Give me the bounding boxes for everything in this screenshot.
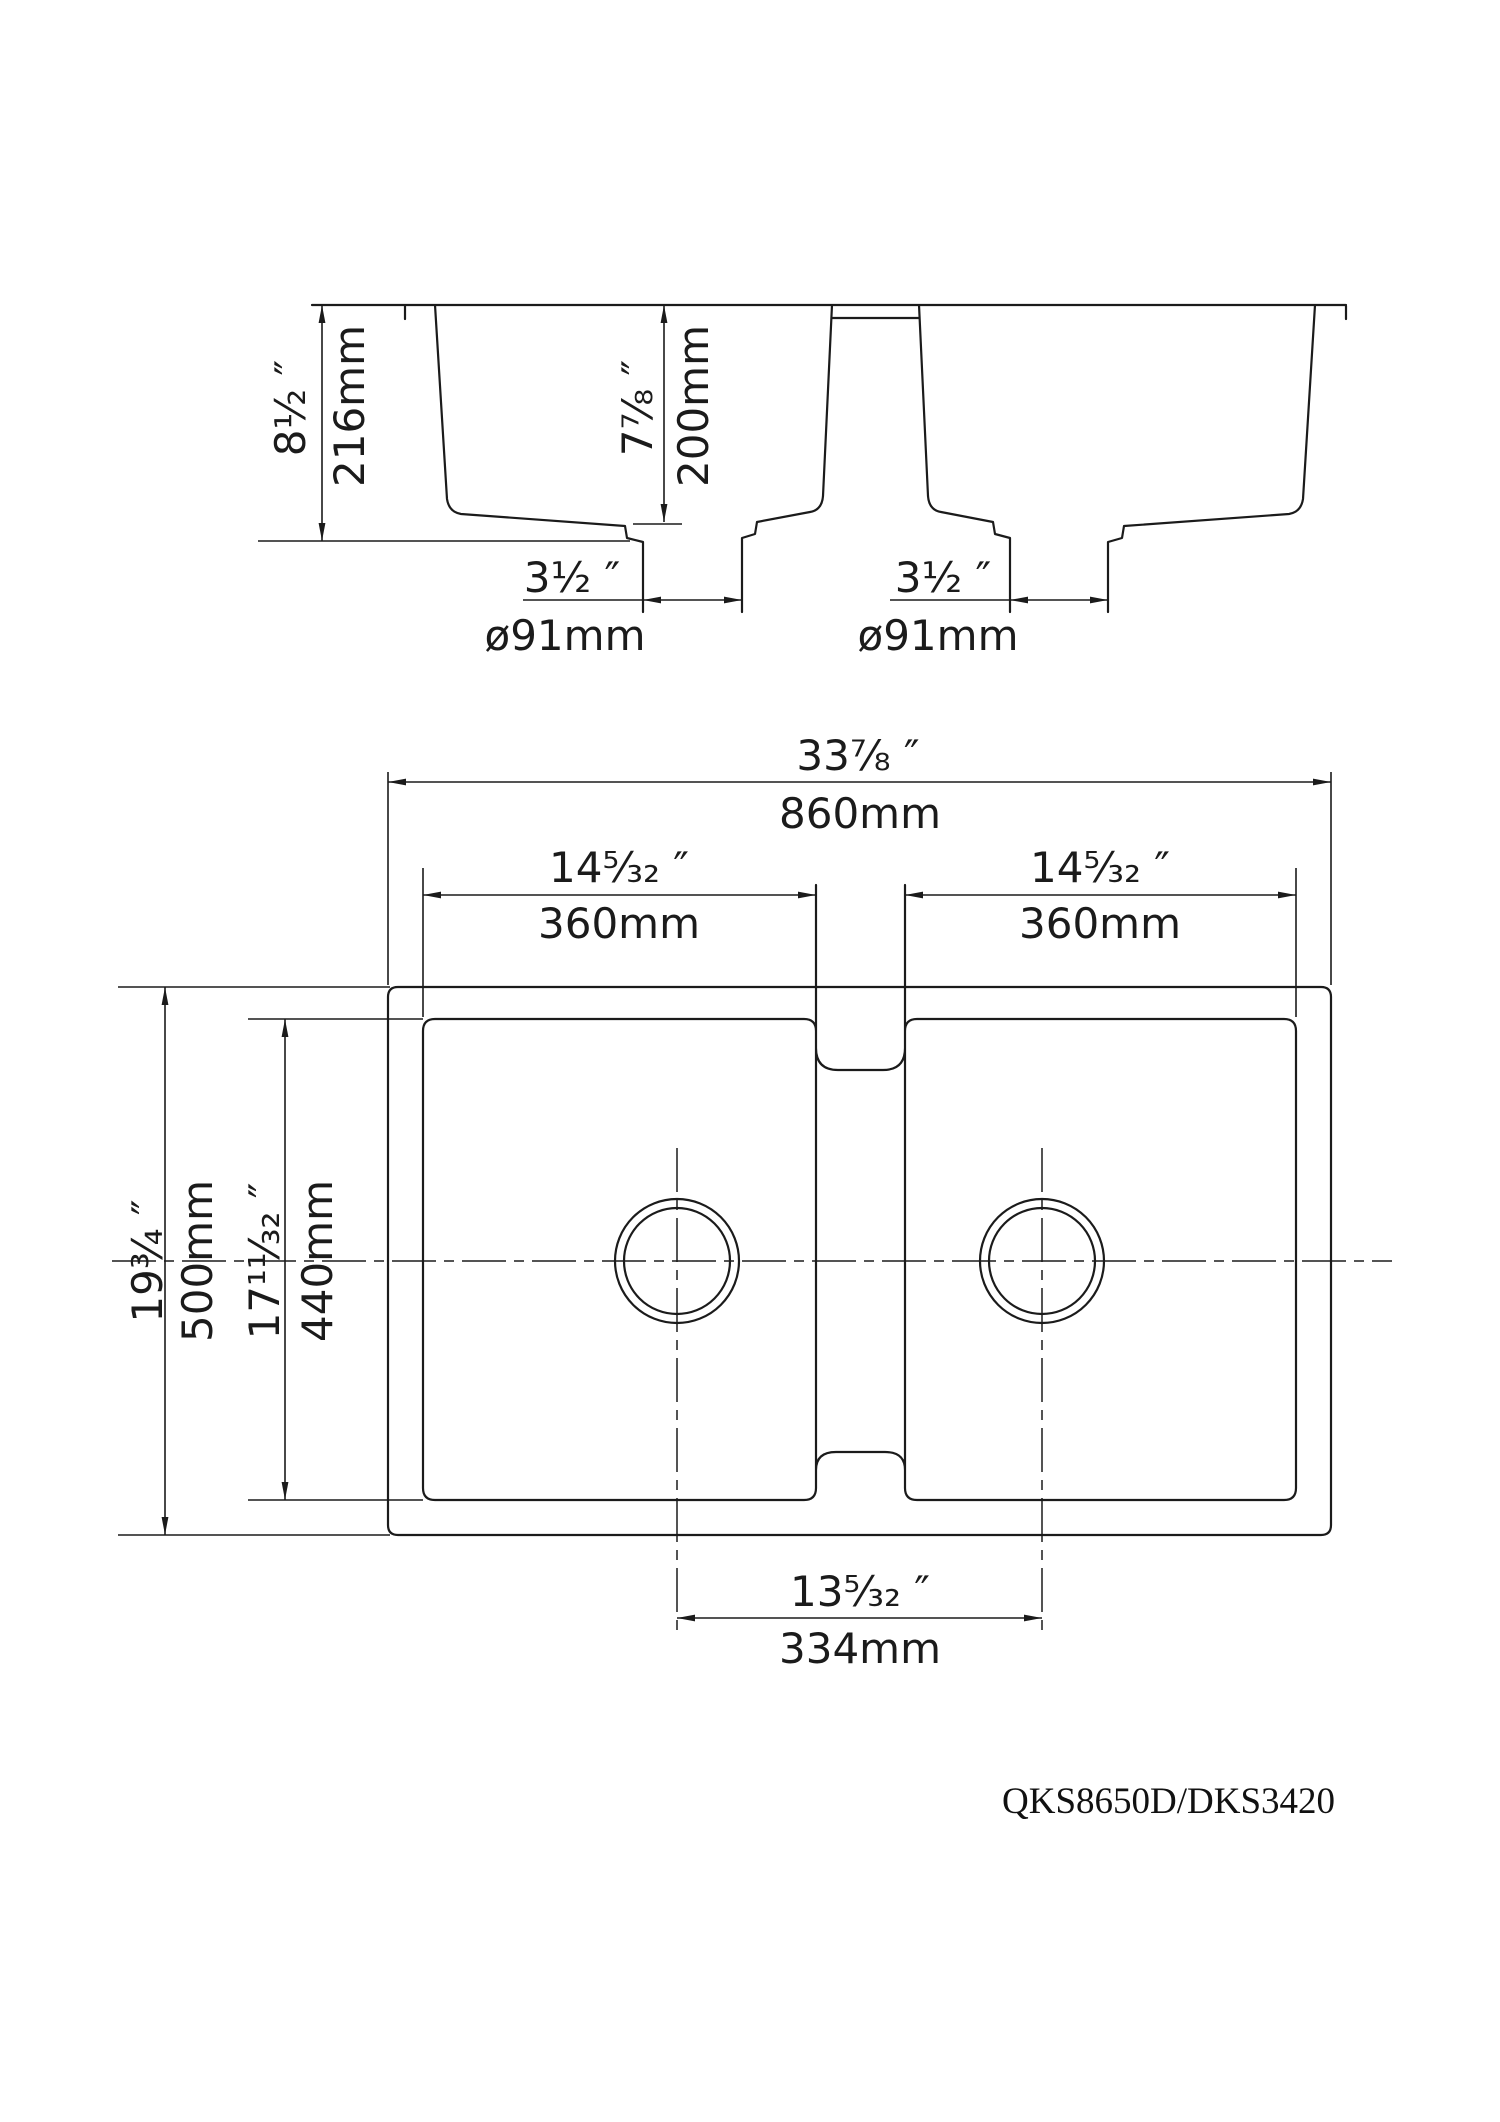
- dim-drain-spacing-inch: 13⁵⁄₃₂ ″: [790, 1567, 930, 1616]
- model-number: QKS8650D/DKS3420: [1002, 1781, 1335, 1822]
- dim-depth-overall-inch: 19¾ ″: [123, 1199, 172, 1322]
- plan-centerlines: [112, 1148, 1392, 1632]
- dim-drain-left-mm: ø91mm: [485, 611, 646, 660]
- section-outline: [310, 303, 1348, 614]
- arrow-left-icon: [643, 596, 661, 604]
- arrow-down-icon: [318, 523, 326, 541]
- arrow-left-icon: [905, 891, 923, 899]
- arrow-left-icon: [1010, 596, 1028, 604]
- dim-depth-overall-mm: 500mm: [173, 1180, 222, 1342]
- arrow-up-icon: [161, 987, 169, 1005]
- section-dimension-arrows: [318, 305, 1108, 604]
- dim-bowl-right-width-inch: 14⁵⁄₃₂ ″: [1030, 843, 1170, 892]
- section-view: 8½ ″ 216mm 7⅞ ″ 200mm 3½ ″ ø91mm 3½ ″ ø9…: [258, 303, 1348, 660]
- dim-bowl-left-width-mm: 360mm: [538, 899, 700, 948]
- plan-dimension-lines: [118, 772, 1332, 1619]
- arrow-right-icon: [798, 891, 816, 899]
- dim-bowl-depth-inch: 17¹¹⁄₃₂ ″: [240, 1183, 289, 1340]
- dim-drain-spacing-mm: 334mm: [779, 1624, 941, 1673]
- arrow-down-icon: [161, 1517, 169, 1535]
- dim-width-overall-mm: 860mm: [779, 789, 941, 838]
- arrow-right-icon: [1090, 596, 1108, 604]
- drain-left-outer-circle: [613, 1197, 741, 1325]
- dim-width-overall-inch: 33⅞ ″: [796, 731, 919, 780]
- drain-right-inner-circle: [987, 1206, 1097, 1316]
- dim-depth-bowl-mm: 200mm: [669, 325, 718, 487]
- drain-left-inner-circle: [622, 1206, 732, 1316]
- arrow-left-icon: [423, 891, 441, 899]
- arrow-right-icon: [1278, 891, 1296, 899]
- arrow-left-icon: [677, 1614, 695, 1622]
- plan-outer-edge: [386, 985, 1333, 1537]
- arrow-down-icon: [660, 504, 668, 522]
- dim-depth-overall-mm: 216mm: [325, 325, 374, 487]
- dim-bowl-right-width-mm: 360mm: [1019, 899, 1181, 948]
- plan-bowls-outline: [421, 883, 1298, 1502]
- dim-drain-right-inch: 3½ ″: [895, 553, 991, 602]
- plan-view: 33⅞ ″ 860mm 14⁵⁄₃₂ ″ 360mm 14⁵⁄₃₂ ″ 360m…: [112, 731, 1392, 1673]
- drain-right-outer-circle: [978, 1197, 1106, 1325]
- arrow-right-icon: [1024, 1614, 1042, 1622]
- dim-bowl-left-width-inch: 14⁵⁄₃₂ ″: [549, 843, 689, 892]
- plan-dimension-arrows: [161, 778, 1331, 1622]
- arrow-up-icon: [281, 1019, 289, 1037]
- dim-drain-left-inch: 3½ ″: [524, 553, 620, 602]
- arrow-right-icon: [724, 596, 742, 604]
- dim-depth-overall-inch: 8½ ″: [266, 360, 315, 456]
- arrow-right-icon: [1313, 778, 1331, 786]
- dim-drain-right-mm: ø91mm: [858, 611, 1019, 660]
- arrow-down-icon: [281, 1482, 289, 1500]
- arrow-left-icon: [388, 778, 406, 786]
- section-dimension-lines: [258, 305, 1108, 601]
- dim-depth-bowl-inch: 7⅞ ″: [613, 360, 662, 456]
- arrow-up-icon: [660, 305, 668, 323]
- arrow-up-icon: [318, 305, 326, 323]
- dim-bowl-depth-mm: 440mm: [293, 1180, 342, 1342]
